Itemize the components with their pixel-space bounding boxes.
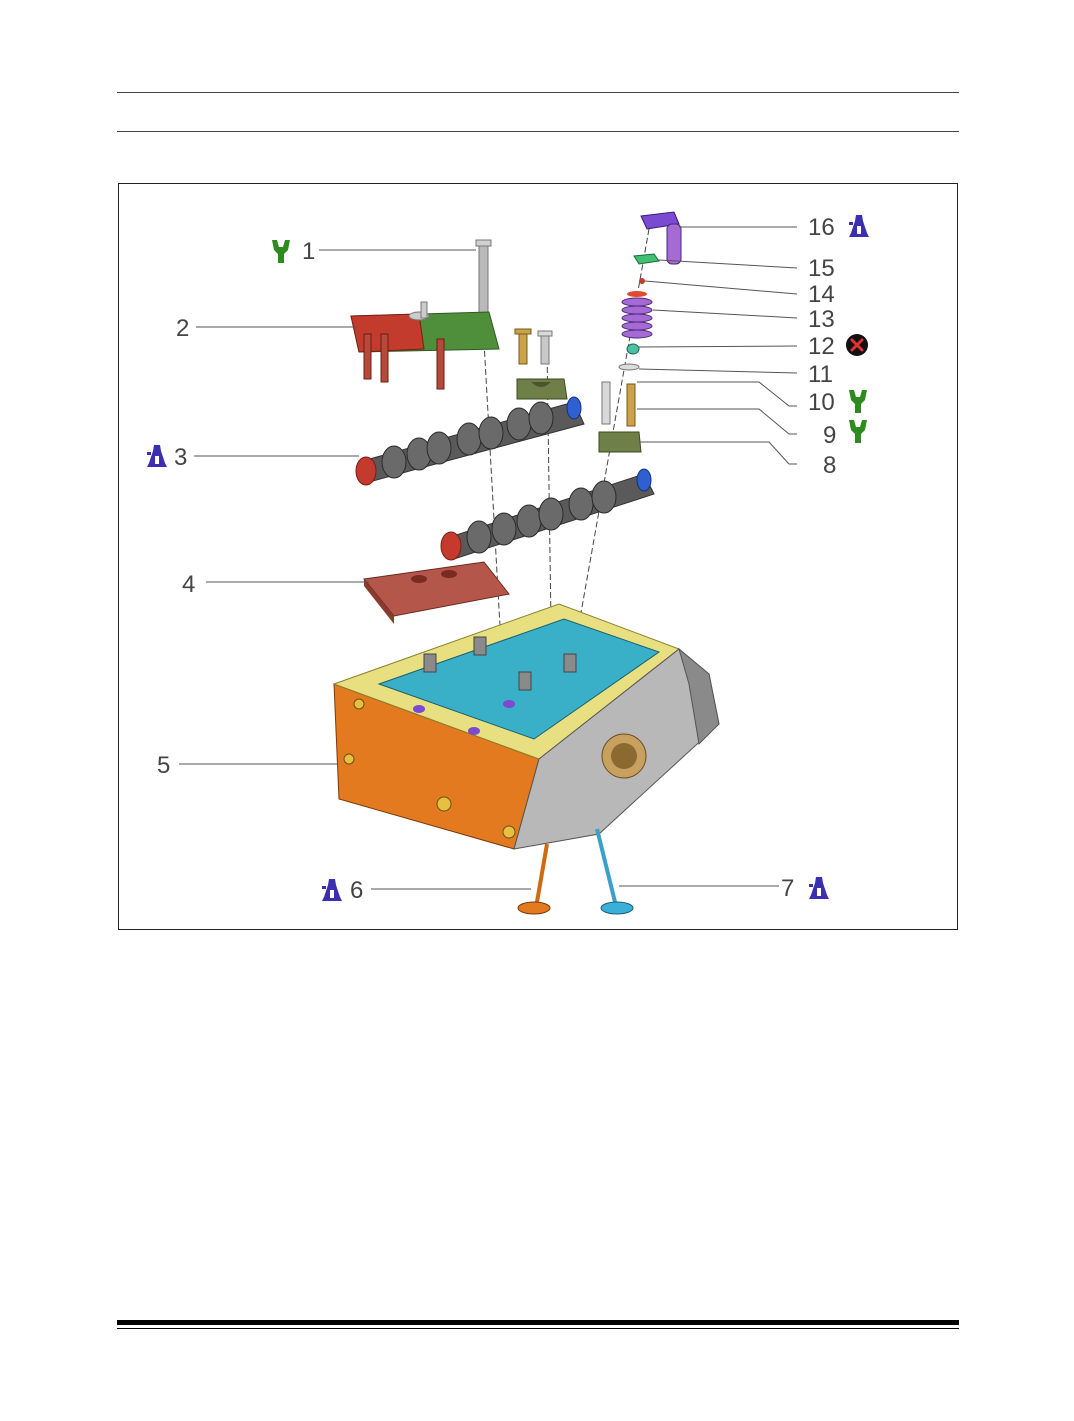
callout-5: 5 — [157, 752, 170, 779]
callout-9: 9 — [823, 422, 836, 449]
oil-can-icon — [809, 877, 829, 899]
callout-1: 1 — [302, 238, 315, 265]
callout-10: 10 — [808, 389, 835, 416]
wrench-icon — [849, 420, 867, 443]
callout-13: 13 — [808, 306, 835, 333]
camshaft-bearing-cap-upper — [516, 378, 568, 400]
part-3-intake-camshaft — [355, 396, 585, 486]
wrench-icons — [272, 240, 867, 443]
camshaft-cap-bolts — [514, 328, 553, 365]
callout-2: 2 — [176, 315, 189, 342]
callout-15: 15 — [808, 255, 835, 282]
exploded-view-diagram: 1 2 3 4 5 6 7 8 9 10 11 12 13 14 15 16 — [147, 211, 869, 915]
part-6-intake-valve — [517, 843, 551, 915]
oil-can-icons — [147, 215, 869, 901]
part-1-bolt — [475, 239, 492, 323]
do-not-reuse-icon — [846, 334, 868, 356]
part-7-exhaust-valve — [595, 828, 634, 915]
oil-can-icon — [849, 215, 869, 237]
exploded-view-figure: 1 2 3 4 5 6 7 8 9 10 11 12 13 14 15 16 — [118, 183, 958, 930]
callout-4: 4 — [182, 571, 195, 598]
part-2-camshaft-carrier — [350, 301, 500, 390]
callout-8: 8 — [823, 452, 836, 479]
part-5-cylinder-head — [332, 603, 720, 850]
wrench-icon — [849, 390, 867, 413]
callout-11: 11 — [808, 361, 833, 388]
callout-16: 16 — [808, 214, 835, 241]
wrench-icon — [272, 240, 290, 263]
valve-train-stack — [618, 211, 682, 371]
callout-numbers: 1 2 3 4 5 6 7 8 9 10 11 12 13 14 15 16 — [157, 214, 836, 904]
footer-rule-thin — [117, 1328, 959, 1329]
callout-leader-lines — [179, 226, 798, 890]
header-rule-top — [117, 92, 959, 93]
callout-14: 14 — [808, 281, 835, 308]
callout-6: 6 — [350, 877, 363, 904]
oil-can-icon — [147, 445, 167, 467]
oil-can-icon — [322, 879, 342, 901]
callout-7: 7 — [781, 875, 794, 902]
part-3-exhaust-camshaft — [440, 468, 655, 561]
part-4-bearing-ladder — [363, 561, 510, 624]
callout-12: 12 — [808, 333, 835, 360]
parts-8-10-cap-and-bolts — [598, 381, 642, 453]
callout-3: 3 — [174, 444, 187, 471]
footer-rule-thick — [117, 1320, 959, 1325]
header-rule-bottom — [117, 131, 959, 132]
